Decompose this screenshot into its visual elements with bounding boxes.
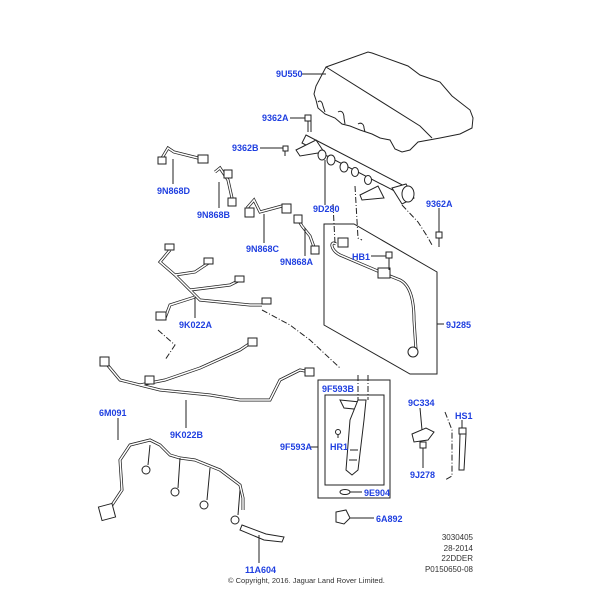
reference-block: 3030405 28-2014 22DDER P0150650-08 [425,533,473,575]
pipe-9n868a[interactable] [294,215,319,254]
glow-plug-11a604[interactable] [240,525,284,542]
copyright-text: © Copyright, 2016. Jaguar Land Rover Lim… [228,576,385,585]
reference-line-3: 22DDER [441,554,473,563]
clamp-9c334[interactable] [412,428,434,442]
callout-9k022b[interactable]: 9K022B [170,430,204,440]
supply-pipe-box [324,224,437,374]
reference-line-2: 28-2014 [443,543,473,553]
leakoff-9k022a[interactable] [156,244,271,320]
callout-hs1[interactable]: HS1 [455,411,473,421]
callout-6a892[interactable]: 6A892 [376,514,403,524]
bolt-9362a-top[interactable] [305,115,311,132]
callout-9362a-right[interactable]: 9362A [426,199,453,209]
callout-9d280[interactable]: 9D280 [313,204,340,214]
pipe-9n868d[interactable] [158,148,208,164]
leakoff-9k022b[interactable] [100,338,314,400]
injector-bolt-hr1[interactable] [336,430,341,435]
callout-11a604[interactable]: 11A604 [245,565,277,575]
callout-9n868b[interactable]: 9N868B [197,210,231,220]
reference-line-4: P0150650-08 [424,564,473,574]
callout-6m091[interactable]: 6M091 [99,408,127,418]
injector-inner-box [325,395,384,485]
injector[interactable] [340,400,366,475]
callout-9k022a[interactable]: 9K022A [179,320,213,330]
callout-9c334[interactable]: 9C334 [408,398,435,408]
callout-9n868a[interactable]: 9N868A [280,257,314,267]
callout-9362a-top[interactable]: 9362A [262,113,289,123]
leader-9c334 [420,408,422,430]
callout-9f593a[interactable]: 9F593A [280,442,313,452]
pipe-9n868c[interactable] [245,200,291,217]
callout-9f593b[interactable]: 9F593B [322,384,355,394]
nut-6a892[interactable] [336,510,350,524]
callout-9n868c[interactable]: 9N868C [246,244,280,254]
callout-hb1[interactable]: HB1 [352,252,371,262]
callout-9j285[interactable]: 9J285 [446,320,472,330]
callout-9j278[interactable]: 9J278 [410,470,436,480]
bolt-9362a-right[interactable] [436,232,442,247]
callout-hr1[interactable]: HR1 [330,442,349,452]
reference-line-1: 3030405 [441,533,473,542]
callout-9u550[interactable]: 9U550 [276,69,303,79]
callout-9e904[interactable]: 9E904 [364,488,391,498]
pipe-9n868b[interactable] [215,168,236,206]
injector-outer-box [318,380,390,498]
centerlines [158,186,452,480]
callout-9n868d[interactable]: 9N868D [157,186,191,196]
harness-6m091[interactable] [98,440,243,524]
supply-pipe-9j285[interactable] [332,238,418,357]
fuel-rail[interactable] [296,135,414,204]
bracket-bolt-hb1[interactable] [386,252,392,270]
bolt-9362b[interactable] [283,146,288,156]
engine-cover[interactable] [314,52,473,152]
seal-washer-9e904[interactable] [340,490,350,495]
callout-9362b[interactable]: 9362B [232,143,259,153]
stud-hs1[interactable] [459,428,466,470]
clamp-bolt-9j278[interactable] [420,442,426,448]
